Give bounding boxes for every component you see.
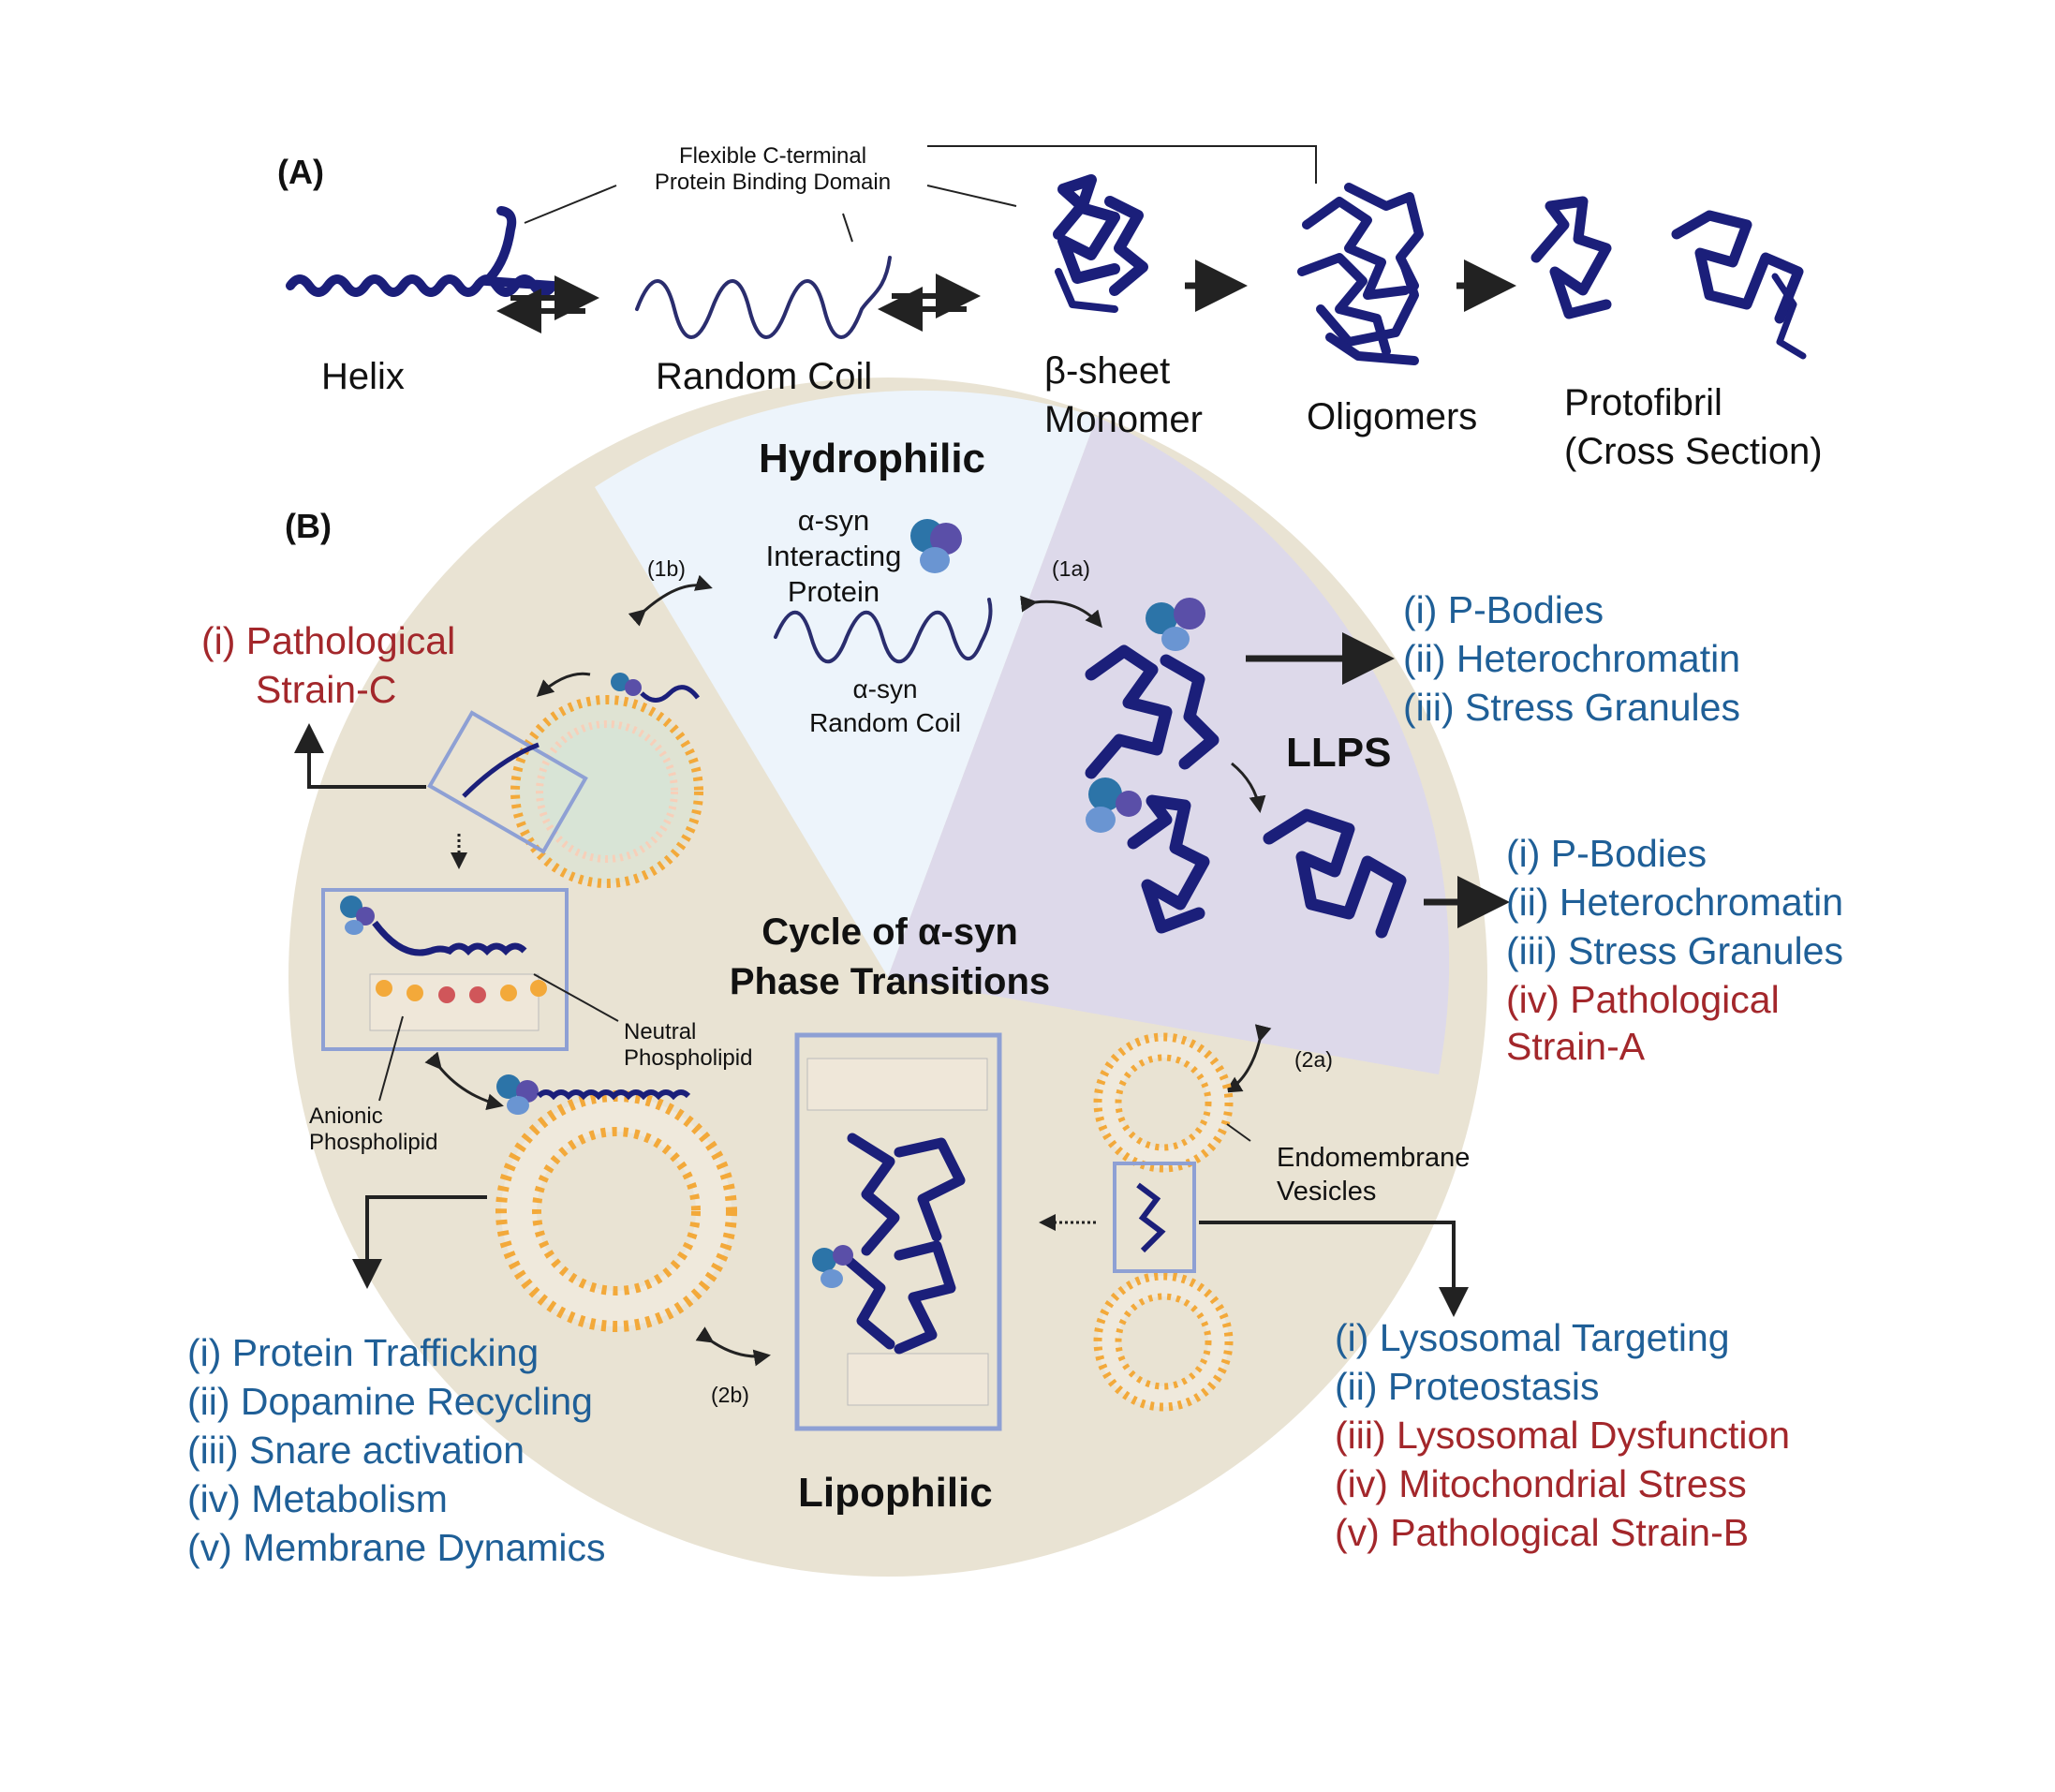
membrane-zoom-box (321, 888, 569, 1051)
protofibril-structure (1530, 196, 1807, 360)
membrane-top (806, 1058, 988, 1111)
panel-b-label: (B) (285, 507, 332, 545)
neutral-leader (533, 973, 619, 1022)
llps-sector (888, 417, 1450, 1074)
exchange-arrows (424, 574, 1272, 1367)
endo-fibril (1136, 1182, 1166, 1253)
llps2-item: (i) P-Bodies (1506, 832, 1708, 875)
phospholipid-row (369, 973, 547, 1031)
small-protein-2 (340, 896, 375, 935)
llps2-item: (iii) Stress Granules (1506, 929, 1843, 972)
cterm-leader-lines (524, 145, 1317, 243)
llps1-item: (i) P-Bodies (1403, 588, 1604, 631)
membrane-bottom (847, 1353, 989, 1406)
arrow-strainC (294, 723, 426, 789)
random-coil-structure (635, 256, 892, 339)
step-1b: (1b) (647, 556, 686, 581)
oligomers-structure (1297, 183, 1424, 365)
llps2-item: (ii) Heterochromatin (1506, 881, 1843, 924)
lipo-item: (ii) Dopamine Recycling (187, 1380, 593, 1423)
endo-item: (ii) Proteostasis (1335, 1365, 1600, 1408)
small-protein-4 (812, 1245, 853, 1288)
llps-monomer-structure (1085, 598, 1220, 779)
helix-on-vesicle (462, 742, 540, 798)
vesicle-top-left (510, 695, 703, 888)
protofibril-label-2: (Cross Section) (1564, 431, 1823, 472)
cycle-title-1: Cycle of α-syn (761, 911, 1018, 953)
endo-leader (1226, 1123, 1251, 1142)
endomembrane-label-1: Endomembrane (1277, 1143, 1471, 1173)
lipophilic-title: Lipophilic (798, 1470, 993, 1516)
lipophilic-outcomes: (i) Protein Trafficking (ii) Dopamine Re… (187, 1328, 606, 1572)
arrow-lipo-output (352, 1195, 487, 1289)
random-coil-label: Random Coil (656, 356, 873, 397)
membrane-fibril-box (794, 1032, 1002, 1431)
endo-vesicle-top (1093, 1032, 1234, 1173)
lipo-item: (i) Protein Trafficking (187, 1331, 540, 1374)
interacting-protein-blob (910, 519, 962, 573)
endo-item: (iii) Lysosomal Dysfunction (1335, 1414, 1791, 1457)
hydrophilic-title: Hydrophilic (759, 436, 986, 481)
llps1-item: (iii) Stress Granules (1403, 686, 1740, 729)
llps1-item: (ii) Heterochromatin (1403, 637, 1740, 680)
step-2b: (2b) (711, 1383, 749, 1407)
protofibril-label-1: Protofibril (1564, 382, 1722, 423)
neutral-phospholipid-label-1: Neutral (624, 1019, 697, 1044)
anionic-phospholipid-label-2: Phospholipid (309, 1130, 438, 1155)
endo-zoom-box (1113, 1162, 1196, 1273)
endo-item: (i) Lysosomal Targeting (1335, 1316, 1730, 1359)
highlight-box-1 (427, 710, 588, 854)
llps2-item: Strain-A (1506, 1025, 1646, 1068)
helix-structure (286, 206, 562, 297)
endo-item: (iv) Mitochondrial Stress (1335, 1462, 1747, 1505)
lipo-item: (iv) Metabolism (187, 1477, 448, 1520)
cycle-title-2: Phase Transitions (729, 961, 1051, 1002)
lipo-item: (v) Membrane Dynamics (187, 1526, 606, 1569)
arrow-endo-output (1199, 1221, 1469, 1317)
step-2a: (2a) (1294, 1047, 1333, 1072)
oligomers-label: Oligomers (1307, 396, 1478, 437)
beta-sheet-monomer-structure (1053, 174, 1148, 313)
llps-outcomes-2: (i) P-Bodies (ii) Heterochromatin (iii) … (1506, 829, 1843, 1069)
coil-label-1: α-syn (852, 674, 918, 703)
llps-title: LLPS (1286, 730, 1392, 776)
anionic-phospholipid-label-1: Anionic (309, 1103, 383, 1129)
endo-item: (v) Pathological Strain-B (1335, 1511, 1750, 1554)
llps-outcomes-1: (i) P-Bodies (ii) Heterochromatin (iii) … (1403, 585, 1740, 732)
interacting-protein-label-3: Protein (787, 575, 880, 608)
neutral-phospholipid-label-2: Phospholipid (624, 1045, 753, 1071)
strain-c-label-2: Strain-C (256, 668, 397, 711)
endo-vesicle-bottom (1093, 1271, 1234, 1412)
helix-on-membrane (372, 920, 527, 956)
random-coil-center (774, 598, 993, 664)
cterm-label-1: Flexible C-terminal (678, 143, 867, 169)
vesicle-bottom-left (495, 1090, 737, 1332)
box-fibril-structure (842, 1133, 966, 1355)
hydrophilic-sector (595, 390, 1097, 977)
small-protein-3 (496, 1074, 691, 1115)
step-1a: (1a) (1052, 556, 1090, 581)
interacting-protein-label-2: Interacting (765, 540, 902, 572)
llps2-item: (iv) Pathological (1506, 978, 1780, 1021)
endomembrane-outcomes: (i) Lysosomal Targeting (ii) Proteostasi… (1335, 1313, 1790, 1557)
anionic-leader (378, 1015, 404, 1102)
small-protein-1 (611, 673, 700, 703)
cterm-label-2: Protein Binding Domain (654, 170, 892, 195)
beta-sheet-label-1: β-sheet (1044, 350, 1171, 392)
coil-label-2: Random Coil (809, 708, 961, 737)
equilibrium-arrow-2 (878, 274, 981, 332)
panel-a-label: (A) (277, 153, 324, 191)
endomembrane-label-2: Vesicles (1277, 1177, 1377, 1207)
lipo-item: (iii) Snare activation (187, 1429, 525, 1472)
interacting-protein-label-1: α-syn (797, 504, 870, 537)
arrow-to-vesicle (536, 672, 591, 698)
strain-c-label-1: (i) Pathological (201, 619, 456, 662)
llps-protofibril-structure (1086, 778, 1407, 939)
equilibrium-arrow-1 (496, 275, 599, 333)
arrow-llps-down (1231, 762, 1266, 813)
helix-label: Helix (321, 356, 405, 397)
beta-sheet-label-2: Monomer (1044, 399, 1203, 440)
